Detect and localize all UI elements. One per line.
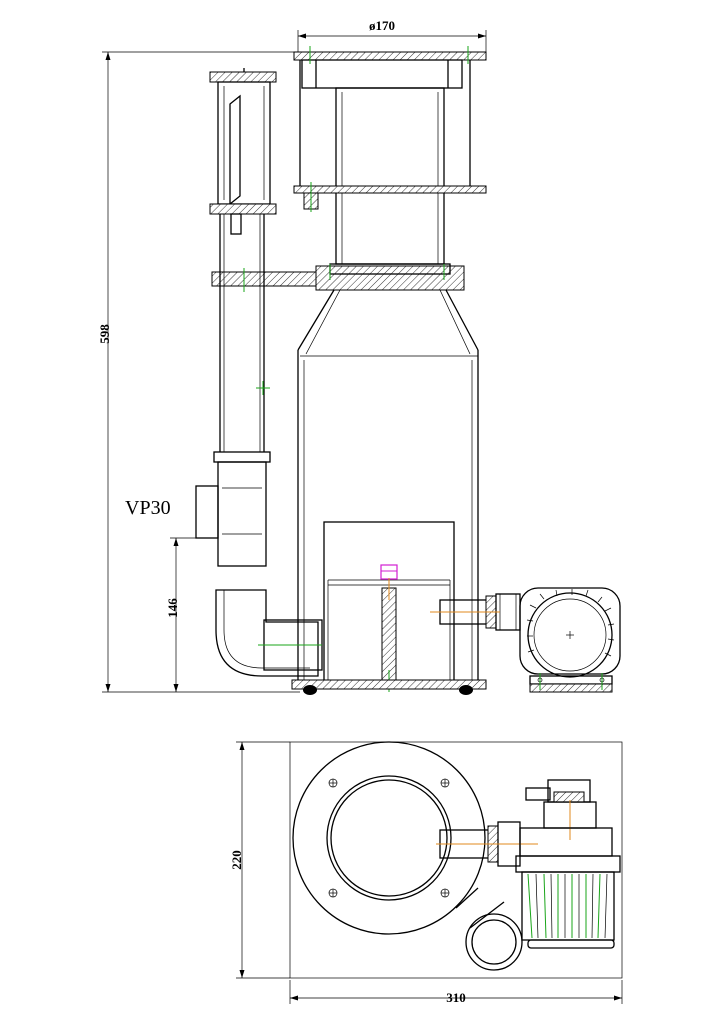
top-diameter-dimension: ø170	[297, 18, 487, 54]
plan-view: 220 310	[229, 741, 623, 1005]
foot-right	[459, 685, 473, 695]
plan-pump-fins	[527, 873, 608, 939]
model-label: VP30	[125, 497, 171, 519]
top-diameter-label: ø170	[369, 18, 395, 33]
total-height-label: 598	[97, 324, 112, 344]
plan-inlet-fitting	[436, 821, 538, 867]
plan-bolt-holes	[328, 778, 450, 898]
plan-depth-label: 220	[229, 850, 244, 870]
pump-side-view	[519, 587, 621, 693]
base-plate	[291, 679, 487, 695]
plan-body-circle	[292, 741, 486, 935]
plan-depth-dimension: 220	[229, 741, 290, 979]
side-elevation-view: ø170 598 146 VP30	[97, 18, 621, 695]
plan-width-label: 310	[446, 990, 466, 1005]
plan-pump	[515, 779, 621, 949]
pump-inlet-fitting	[430, 593, 521, 631]
outlet-height-dimension: 146	[165, 537, 214, 692]
foot-left	[303, 685, 317, 695]
total-height-dimension: 598	[97, 51, 300, 693]
plan-width-dimension: 310	[289, 980, 623, 1005]
cone-section	[297, 289, 479, 357]
collection-cup-neck	[293, 60, 487, 265]
plan-outlet-stub	[455, 887, 523, 971]
outlet-height-label: 146	[165, 598, 180, 618]
inner-chamber	[323, 521, 455, 692]
outlet-column	[209, 68, 277, 452]
top-lid-flange	[293, 46, 487, 89]
middle-flange	[211, 263, 465, 292]
outlet-elbow	[195, 451, 323, 677]
pump-cooling-fins	[526, 589, 615, 657]
